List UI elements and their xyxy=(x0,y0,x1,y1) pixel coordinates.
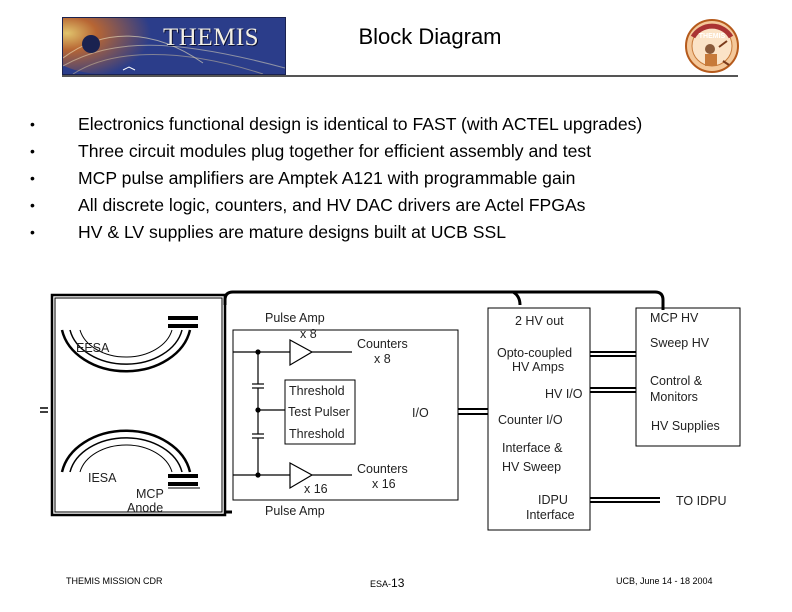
x16-counters-label: x 16 xyxy=(372,477,396,491)
threshold-label-1: Threshold xyxy=(289,384,345,398)
bullet-marker: • xyxy=(30,197,35,213)
bullet-marker: • xyxy=(30,224,35,240)
opto-label-line1: Opto-coupled xyxy=(497,346,572,360)
io-label: I/O xyxy=(412,406,429,420)
hv-supplies-board xyxy=(635,307,741,447)
test-pulser-circuit xyxy=(252,352,285,475)
x8-counters-label: x 8 xyxy=(374,352,391,366)
bullet-text: All discrete logic, counters, and HV DAC… xyxy=(78,195,586,215)
bus-arrows xyxy=(458,351,660,503)
control-label-line2: Monitors xyxy=(650,390,698,404)
sensor-housing xyxy=(50,293,227,517)
slide-title: Block Diagram xyxy=(358,24,502,49)
eesa-label: EESA xyxy=(76,341,110,355)
footer-center-prefix: ESA- xyxy=(370,579,392,589)
footer-right: UCB, June 14 - 18 2004 xyxy=(616,576,713,586)
counters-top-label: Counters xyxy=(357,337,408,351)
idpu-label-line2: Interface xyxy=(526,508,575,522)
opto-label-line2: HV Amps xyxy=(512,360,564,374)
main-bus xyxy=(223,290,665,514)
footer-left: THEMIS MISSION CDR xyxy=(66,576,163,586)
threshold-label-2: Threshold xyxy=(289,427,345,441)
svg-text:THEMIS: THEMIS xyxy=(699,33,726,40)
x16-amp-label: x 16 xyxy=(304,482,328,496)
page-number: 13 xyxy=(391,576,405,590)
interface-board xyxy=(487,307,591,531)
hv-io-label: HV I/O xyxy=(545,387,583,401)
bullet-marker: • xyxy=(30,143,35,159)
iesa-label: IESA xyxy=(88,471,117,485)
bullet-text: Electronics functional design is identic… xyxy=(78,114,643,134)
interface-label-line1: Interface & xyxy=(502,441,563,455)
interface-label-line2: HV Sweep xyxy=(502,460,561,474)
logo-swirl-graphic xyxy=(63,18,285,74)
idpu-label-line1: IDPU xyxy=(538,493,568,507)
header-divider xyxy=(62,75,738,77)
x8-amp-label: x 8 xyxy=(300,327,317,341)
threshold-block xyxy=(284,379,356,445)
mcp-hv-label: MCP HV xyxy=(650,311,699,325)
bullet-text: HV & LV supplies are mature designs buil… xyxy=(78,222,506,242)
counter-io-label: Counter I/O xyxy=(498,413,563,427)
eesa-analyzer xyxy=(60,316,198,373)
control-label-line1: Control & xyxy=(650,374,703,388)
hv-supplies-label: HV Supplies xyxy=(651,419,720,433)
themis-seal-logo: THEMIS xyxy=(683,17,741,75)
themis-logo: THEMIS xyxy=(62,17,286,75)
logo-wordmark: THEMIS xyxy=(163,24,260,51)
mcp-anode-label-line2: Anode xyxy=(127,501,163,515)
counters-bottom-label: Counters xyxy=(357,462,408,476)
test-pulser-label: Test Pulser xyxy=(288,405,350,419)
pulse-amp-top-label: Pulse Amp xyxy=(265,311,325,325)
hv-out-label: 2 HV out xyxy=(515,314,564,328)
footer-center: ESA-13 xyxy=(370,576,404,590)
bullet-marker: • xyxy=(30,170,35,186)
sweep-hv-label: Sweep HV xyxy=(650,336,710,350)
pulse-amp-x16-symbol xyxy=(233,461,352,490)
pulse-amp-x8-symbol xyxy=(233,338,352,367)
iesa-analyzer xyxy=(60,429,200,489)
mcp-anode-label-line1: MCP xyxy=(136,487,164,501)
pulse-amp-bottom-label: Pulse Amp xyxy=(265,504,325,518)
side-markers xyxy=(40,407,48,413)
bullet-marker: • xyxy=(30,116,35,132)
amp-counter-board xyxy=(232,329,459,501)
bullet-text: Three circuit modules plug together for … xyxy=(78,141,592,161)
bullet-text: MCP pulse amplifiers are Amptek A121 wit… xyxy=(78,168,576,188)
to-idpu-label: TO IDPU xyxy=(676,494,726,508)
